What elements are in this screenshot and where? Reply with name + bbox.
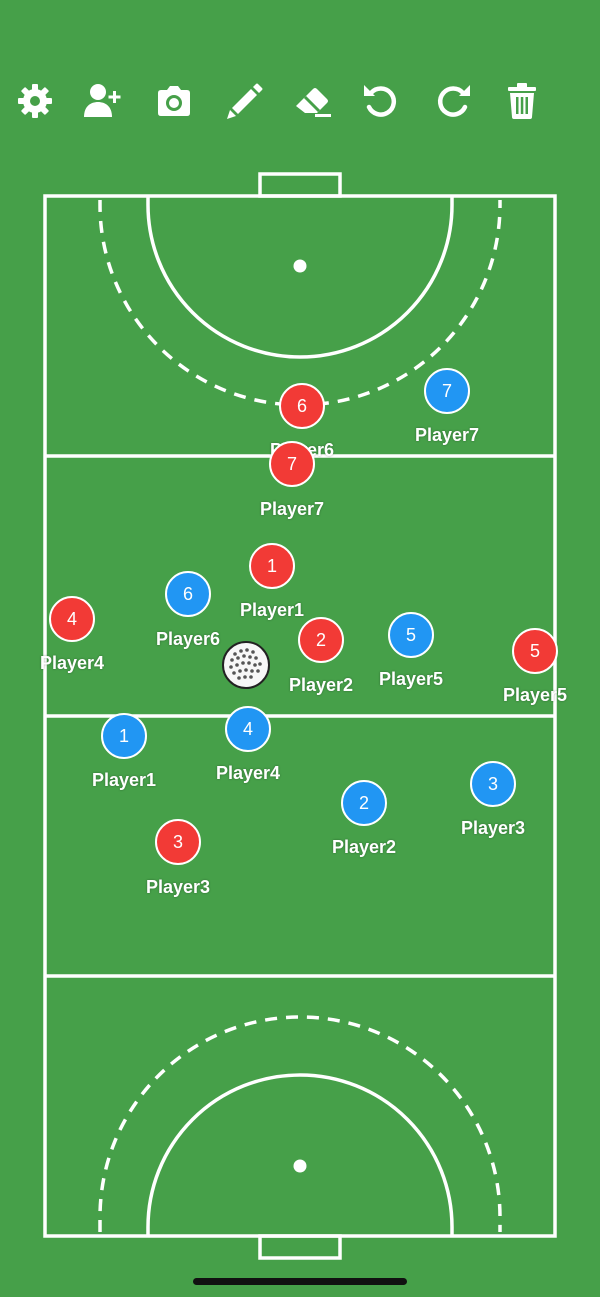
red-player-token[interactable]: 1 — [249, 543, 295, 589]
player-number: 6 — [296, 395, 307, 416]
red-player-token[interactable]: 2 — [298, 617, 344, 663]
blue-player-token[interactable]: 7 — [424, 368, 470, 414]
bottom-dashed-circle — [98, 1015, 502, 1232]
gear-icon — [18, 84, 52, 118]
top-penalty-spot — [293, 259, 307, 273]
add-player-button[interactable] — [80, 78, 126, 124]
draw-button[interactable] — [221, 78, 267, 124]
player-number: 3 — [487, 773, 498, 794]
player-number: 1 — [118, 725, 129, 746]
red-player-token[interactable]: 5 — [512, 628, 558, 674]
blue-player-token[interactable]: 1 — [101, 713, 147, 759]
eraser-button[interactable] — [290, 78, 336, 124]
redo-button[interactable] — [430, 78, 476, 124]
toolbar — [0, 78, 600, 124]
pencil-icon — [227, 83, 263, 119]
blue-player-token[interactable]: 2 — [341, 780, 387, 826]
bottom-goal — [258, 1234, 342, 1260]
player-number: 7 — [286, 453, 297, 474]
red-player-token[interactable]: 3 — [155, 819, 201, 865]
player-number: 6 — [182, 583, 193, 604]
player-number: 2 — [315, 629, 326, 650]
player-number: 4 — [66, 608, 77, 629]
blue-player-token[interactable]: 5 — [388, 612, 434, 658]
ball-icon[interactable] — [221, 640, 271, 690]
settings-button[interactable] — [12, 78, 58, 124]
player-number: 5 — [405, 624, 416, 645]
add-user-icon — [84, 84, 121, 117]
player-number: 1 — [266, 555, 277, 576]
undo-icon — [364, 85, 397, 117]
player-number: 5 — [529, 640, 540, 661]
undo-button[interactable] — [358, 78, 404, 124]
red-player-token[interactable]: 7 — [269, 441, 315, 487]
home-indicator[interactable] — [193, 1278, 407, 1285]
eraser-icon — [296, 88, 331, 117]
redo-icon — [437, 85, 470, 117]
player-number: 3 — [172, 831, 183, 852]
top-goal — [258, 172, 342, 198]
trash-icon — [508, 83, 536, 119]
player-number: 4 — [242, 718, 253, 739]
bottom-penalty-spot — [293, 1159, 307, 1173]
top-shooting-circle — [146, 196, 454, 359]
player-number: 7 — [441, 380, 452, 401]
blue-player-token[interactable]: 4 — [225, 706, 271, 752]
red-player-token[interactable]: 4 — [49, 596, 95, 642]
delete-button[interactable] — [499, 78, 545, 124]
camera-icon — [158, 86, 190, 116]
bottom-shooting-circle — [146, 1073, 454, 1236]
camera-button[interactable] — [151, 78, 197, 124]
player-number: 2 — [358, 792, 369, 813]
blue-player-token[interactable]: 3 — [470, 761, 516, 807]
blue-player-token[interactable]: 6 — [165, 571, 211, 617]
red-player-token[interactable]: 6 — [279, 383, 325, 429]
